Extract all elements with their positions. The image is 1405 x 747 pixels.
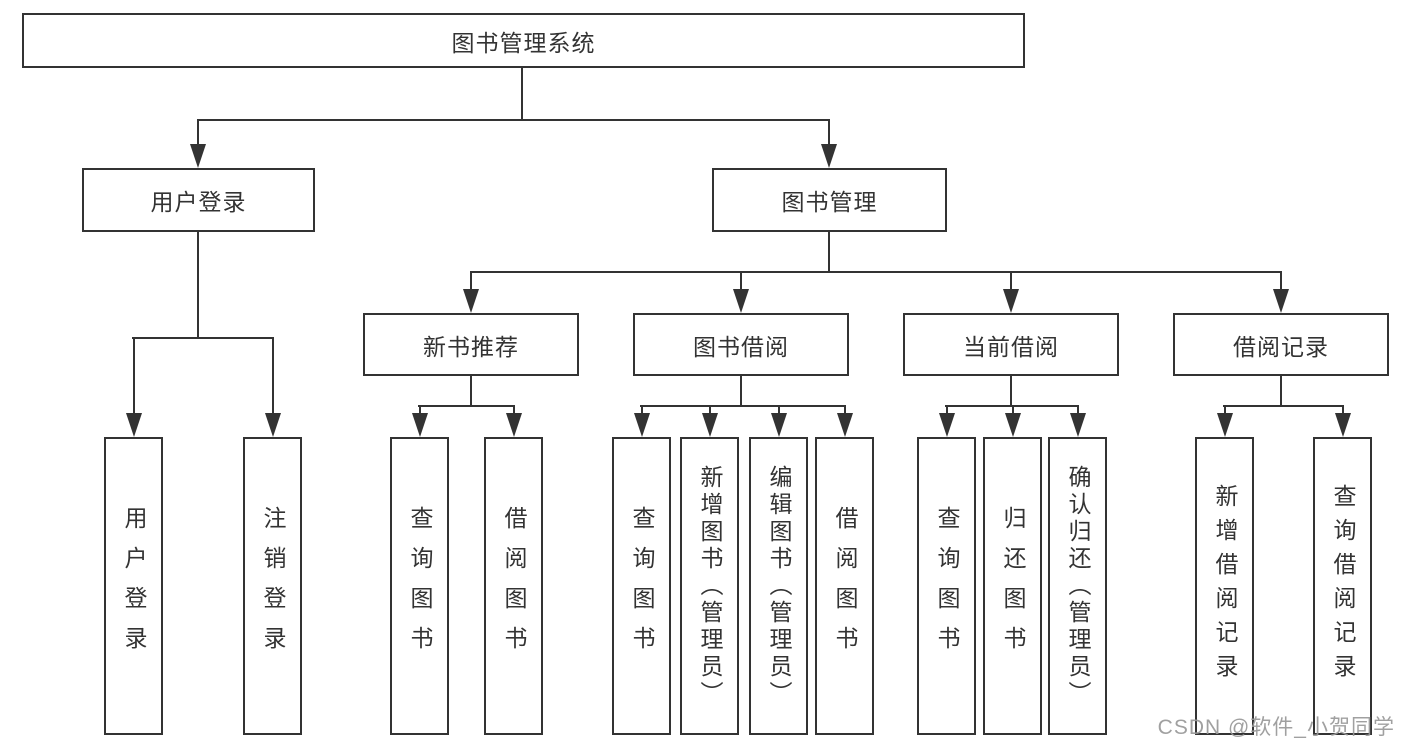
arrow-down-to-add-book-admin bbox=[702, 407, 718, 437]
leaf-query-borrow-record: 查询借阅记录 bbox=[1313, 437, 1372, 735]
connector-book-management-stub bbox=[828, 231, 830, 273]
leaf-query-books-recommend-label: 查询图书 bbox=[407, 506, 433, 666]
node-borrow-records-label: 借阅记录 bbox=[1233, 333, 1329, 360]
arrow-down-to-new-book-recommend bbox=[463, 273, 479, 313]
node-book-management: 图书管理 bbox=[712, 168, 947, 232]
csdn-watermark: CSDN @软件_小贺同学 bbox=[1157, 716, 1395, 739]
root-node-label: 图书管理系统 bbox=[451, 29, 596, 56]
leaf-user-login-label: 用户登录 bbox=[121, 506, 147, 666]
node-new-book-recommend-label: 新书推荐 bbox=[423, 333, 519, 360]
connector-user-login-stub bbox=[197, 231, 199, 339]
leaf-query-books-current: 查询图书 bbox=[917, 437, 976, 735]
node-current-borrowing-label: 当前借阅 bbox=[963, 333, 1059, 360]
connector-book-management-hline bbox=[470, 271, 1282, 273]
connector-records-stub bbox=[1280, 375, 1282, 407]
leaf-borrow-books: 借阅图书 bbox=[815, 437, 874, 735]
leaf-return-book-label: 归还图书 bbox=[1000, 506, 1026, 666]
leaf-borrow-books-recommend-label: 借阅图书 bbox=[501, 506, 527, 666]
connector-current-stub bbox=[1010, 375, 1012, 407]
arrow-down-to-query-books-borrowing bbox=[634, 407, 650, 437]
node-borrow-records: 借阅记录 bbox=[1173, 313, 1389, 376]
leaf-logout-label: 注销登录 bbox=[260, 506, 286, 666]
arrow-down-to-confirm-return-admin bbox=[1070, 407, 1086, 437]
arrow-down-to-borrow-books bbox=[837, 407, 853, 437]
arrow-down-to-book-management bbox=[821, 121, 837, 168]
leaf-query-books-borrowing-label: 查询图书 bbox=[629, 506, 655, 666]
leaf-borrow-books-label: 借阅图书 bbox=[832, 506, 858, 666]
leaf-query-books-current-label: 查询图书 bbox=[934, 506, 960, 666]
arrow-down-to-user-login bbox=[190, 121, 206, 168]
arrow-down-to-query-borrow-record bbox=[1335, 407, 1351, 437]
connector-user-login-hline bbox=[132, 337, 274, 339]
node-user-login: 用户登录 bbox=[82, 168, 315, 232]
connector-current-hline bbox=[945, 405, 1079, 407]
node-current-borrowing: 当前借阅 bbox=[903, 313, 1119, 376]
arrow-down-to-borrow-records bbox=[1273, 273, 1289, 313]
node-user-login-label: 用户登录 bbox=[150, 189, 247, 215]
connector-borrowing-stub bbox=[740, 375, 742, 407]
connector-borrowing-hline bbox=[640, 405, 846, 407]
arrow-down-to-leaf-logout bbox=[265, 339, 281, 437]
node-new-book-recommend: 新书推荐 bbox=[363, 313, 579, 376]
connector-records-hline bbox=[1223, 405, 1344, 407]
node-book-borrowing-label: 图书借阅 bbox=[693, 333, 789, 360]
leaf-confirm-return-admin-label: 确认归还（管理员） bbox=[1065, 464, 1091, 708]
leaf-query-books-borrowing: 查询图书 bbox=[612, 437, 671, 735]
node-book-borrowing: 图书借阅 bbox=[633, 313, 849, 376]
connector-recommend-hline bbox=[418, 405, 515, 407]
arrow-down-to-borrow-books-recommend bbox=[506, 407, 522, 437]
connector-recommend-stub bbox=[470, 375, 472, 407]
arrow-down-to-current-borrowing bbox=[1003, 273, 1019, 313]
leaf-edit-book-admin: 编辑图书（管理员） bbox=[749, 437, 808, 735]
leaf-user-login: 用户登录 bbox=[104, 437, 163, 735]
arrow-down-to-return-book bbox=[1005, 407, 1021, 437]
leaf-logout: 注销登录 bbox=[243, 437, 302, 735]
leaf-confirm-return-admin: 确认归还（管理员） bbox=[1048, 437, 1107, 735]
arrow-down-to-edit-book-admin bbox=[771, 407, 787, 437]
leaf-query-borrow-record-label: 查询借阅记录 bbox=[1330, 484, 1356, 688]
leaf-add-borrow-record-label: 新增借阅记录 bbox=[1212, 484, 1238, 688]
arrow-down-to-query-books-current bbox=[939, 407, 955, 437]
arrow-down-to-query-books-recommend bbox=[412, 407, 428, 437]
root-node-library-system: 图书管理系统 bbox=[22, 13, 1025, 68]
arrow-down-to-leaf-user-login bbox=[126, 339, 142, 437]
leaf-add-borrow-record: 新增借阅记录 bbox=[1195, 437, 1254, 735]
arrow-down-to-book-borrowing bbox=[733, 273, 749, 313]
connector-root-hline bbox=[197, 119, 830, 121]
node-book-management-label: 图书管理 bbox=[781, 189, 878, 215]
leaf-add-book-admin: 新增图书（管理员） bbox=[680, 437, 739, 735]
connector-root-stub bbox=[521, 67, 523, 121]
leaf-add-book-admin-label: 新增图书（管理员） bbox=[697, 464, 723, 708]
leaf-return-book: 归还图书 bbox=[983, 437, 1042, 735]
leaf-edit-book-admin-label: 编辑图书（管理员） bbox=[766, 464, 792, 708]
leaf-borrow-books-recommend: 借阅图书 bbox=[484, 437, 543, 735]
arrow-down-to-add-borrow-record bbox=[1217, 407, 1233, 437]
leaf-query-books-recommend: 查询图书 bbox=[390, 437, 449, 735]
